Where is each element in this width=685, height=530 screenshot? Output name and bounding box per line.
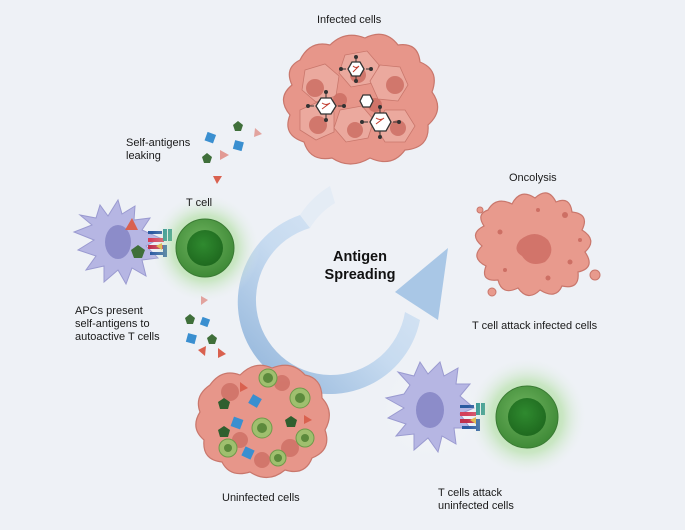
label-oncolysis: Oncolysis xyxy=(509,172,557,184)
label-t-cell: T cell xyxy=(186,197,213,209)
label-self-antigens-line1: Self-antigens xyxy=(126,137,191,149)
self-antigens-leaking xyxy=(202,121,262,184)
antigen-spreading-arrow xyxy=(237,186,448,395)
apc-cell-2 xyxy=(375,355,485,465)
oncolysis-cell xyxy=(474,192,601,297)
label-apcs-line1: APCs present xyxy=(75,305,143,317)
label-infected-cells: Infected cells xyxy=(317,14,382,26)
uninfected-cells-cluster xyxy=(195,364,330,479)
label-attack-uninfected-line1: T cells attack xyxy=(438,487,502,499)
label-t-cell-attack-infected: T cell attack infected cells xyxy=(472,320,598,332)
virus-icon xyxy=(315,61,392,132)
apc-cell xyxy=(72,198,162,286)
label-apcs-present: APCs present self-antigens to autoactive… xyxy=(75,305,160,344)
label-antigen-line2: Spreading xyxy=(324,267,396,283)
label-self-antigens: Self-antigens leaking xyxy=(126,137,190,163)
label-apcs-line2: self-antigens to xyxy=(75,318,150,330)
label-antigen-spreading: Antigen Spreading xyxy=(305,248,415,284)
t-cell xyxy=(150,193,260,303)
label-t-cells-attack-uninfected: T cells attack uninfected cells xyxy=(438,487,514,513)
presented-antigens xyxy=(185,296,226,358)
infected-cells-cluster xyxy=(282,33,439,165)
label-self-antigens-line2: leaking xyxy=(126,150,161,162)
label-attack-uninfected-line2: uninfected cells xyxy=(438,500,514,512)
t-cell-2 xyxy=(467,357,587,477)
label-uninfected-cells: Uninfected cells xyxy=(222,492,300,504)
label-antigen-line1: Antigen xyxy=(333,249,387,265)
label-apcs-line3: autoactive T cells xyxy=(75,331,160,343)
